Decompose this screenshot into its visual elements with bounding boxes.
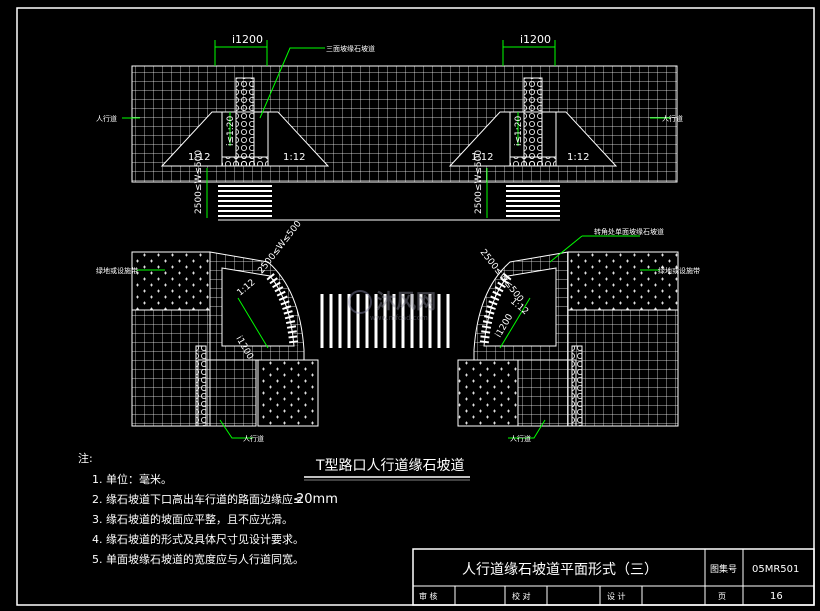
note-item: 1. 单位：毫米。 xyxy=(92,472,172,486)
dim-diag-left: 2500≤W≤500 xyxy=(256,219,303,276)
crosswalk-left xyxy=(218,185,272,217)
slope-label: 1:12 xyxy=(188,152,210,163)
left-corner-block xyxy=(131,251,319,427)
page-label: 页 xyxy=(718,592,726,601)
leader-lines xyxy=(122,40,670,439)
diagram-title: T型路口人行道缘石坡道 xyxy=(315,458,465,474)
note-value: 20mm xyxy=(296,492,338,507)
atlas-number: 05MR501 xyxy=(752,564,799,575)
label-green-right: 绿地或设施带 xyxy=(658,266,700,275)
note-item: 2. 缘石坡道下口高出车行道的路面边缘应≤ xyxy=(92,492,302,506)
note-item: 3. 缘石坡道的坡面应平整，且不应光滑。 xyxy=(92,512,293,526)
dim-top-right: i1200 xyxy=(520,33,551,46)
label-sidewalk-bottom-right: 人行道 xyxy=(510,434,531,443)
slope-label: 1:12 xyxy=(283,152,305,163)
check-label: 校 对 xyxy=(512,591,531,601)
title-block-title: 人行道缘石坡道平面形式（三） xyxy=(462,562,658,578)
slope-label: 1:12 xyxy=(471,152,493,163)
svg-text:沐风网: 沐风网 xyxy=(376,289,436,313)
label-sidewalk-bottom-left: 人行道 xyxy=(243,434,264,443)
dim-vertical-left: i≤1:20 xyxy=(226,115,236,146)
dim-side-left: 2500≤W≤500 xyxy=(194,150,204,214)
dim-side-right: 2500≤W≤500 xyxy=(474,150,484,214)
slope-label: 1:12 xyxy=(567,152,589,163)
label-corner-ramp: 转角处单面坡缘石坡道 xyxy=(594,227,664,236)
page-number: 16 xyxy=(770,591,783,602)
atlas-label: 图集号 xyxy=(710,563,737,575)
notes-heading: 注: xyxy=(78,451,93,465)
dim-top-left: i1200 xyxy=(232,33,263,46)
right-three-face-ramp xyxy=(448,77,618,167)
left-three-face-ramp xyxy=(160,77,330,167)
design-label: 设 计 xyxy=(607,591,626,601)
crosswalk-right xyxy=(506,185,560,217)
note-item: 4. 缘石坡道的形式及具体尺寸见设计要求。 xyxy=(92,532,304,546)
notes: 注: 1. 单位：毫米。 2. 缘石坡道下口高出车行道的路面边缘应≤ 20mm … xyxy=(78,451,338,566)
label-green-left: 绿地或设施带 xyxy=(96,266,138,275)
label-sidewalk-right: 人行道 xyxy=(662,114,683,123)
note-item: 5. 单面坡缘石坡道的宽度应与人行道同宽。 xyxy=(92,552,304,566)
dim-vertical-right: i≤1:20 xyxy=(514,115,524,146)
label-three-face: 三面坡缘石坡道 xyxy=(326,44,375,53)
right-corner-block xyxy=(457,251,679,427)
watermark: 沐风网 www.mfcad.com xyxy=(348,289,436,322)
crosswalk-center xyxy=(320,294,450,348)
svg-text:www.mfcad.com: www.mfcad.com xyxy=(370,314,428,322)
review-label: 审 核 xyxy=(419,591,438,601)
label-sidewalk-left: 人行道 xyxy=(96,114,117,123)
title-block xyxy=(412,548,815,606)
